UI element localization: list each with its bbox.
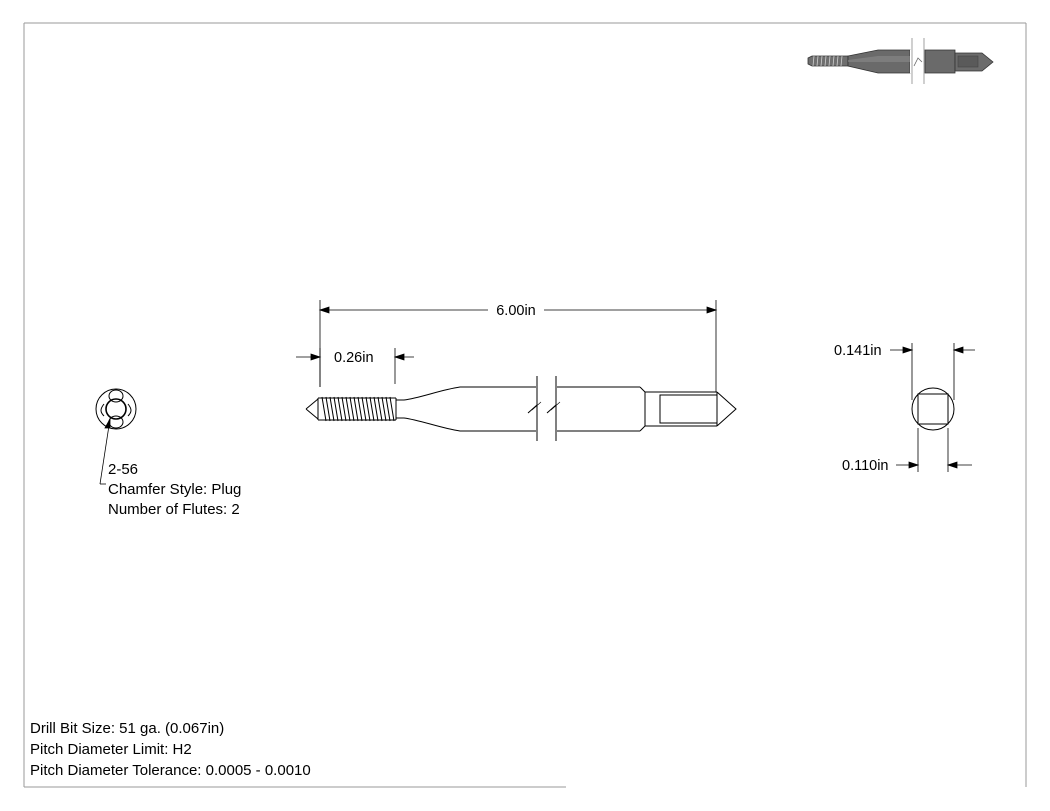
dim-shank-diameter-label: 0.141in (834, 343, 882, 359)
thread-size-text: 2-56 (108, 461, 139, 478)
dim-thread-length (296, 348, 414, 387)
tap-front-view (95, 388, 137, 430)
drawing-border (23, 22, 1027, 788)
thread-callout: 2-56 Chamfer Style: Plug Number of Flute… (108, 460, 241, 520)
flutes-text: Number of Flutes: 2 (108, 501, 240, 518)
chamfer-style-text: Chamfer Style: Plug (108, 481, 242, 498)
drawing-notes: Drill Bit Size: 51 ga. (0.067in) Pitch D… (30, 718, 311, 781)
dim-square-size-label: 0.110in (842, 458, 889, 474)
dim-square-size (896, 428, 972, 472)
callout-leader (99, 417, 111, 485)
tap-end-view (911, 387, 955, 431)
dim-thread-length-label: 0.26in (334, 350, 374, 366)
dim-shank-diameter (890, 343, 975, 400)
dim-overall-length-label: 6.00in (496, 303, 536, 319)
tap-thumbnail (807, 38, 994, 84)
pitch-limit-note: Pitch Diameter Limit: H2 (30, 741, 192, 758)
tap-side-view (305, 376, 737, 441)
drill-bit-note: Drill Bit Size: 51 ga. (0.067in) (30, 720, 225, 737)
pitch-tolerance-note: Pitch Diameter Tolerance: 0.0005 - 0.001… (30, 762, 311, 779)
